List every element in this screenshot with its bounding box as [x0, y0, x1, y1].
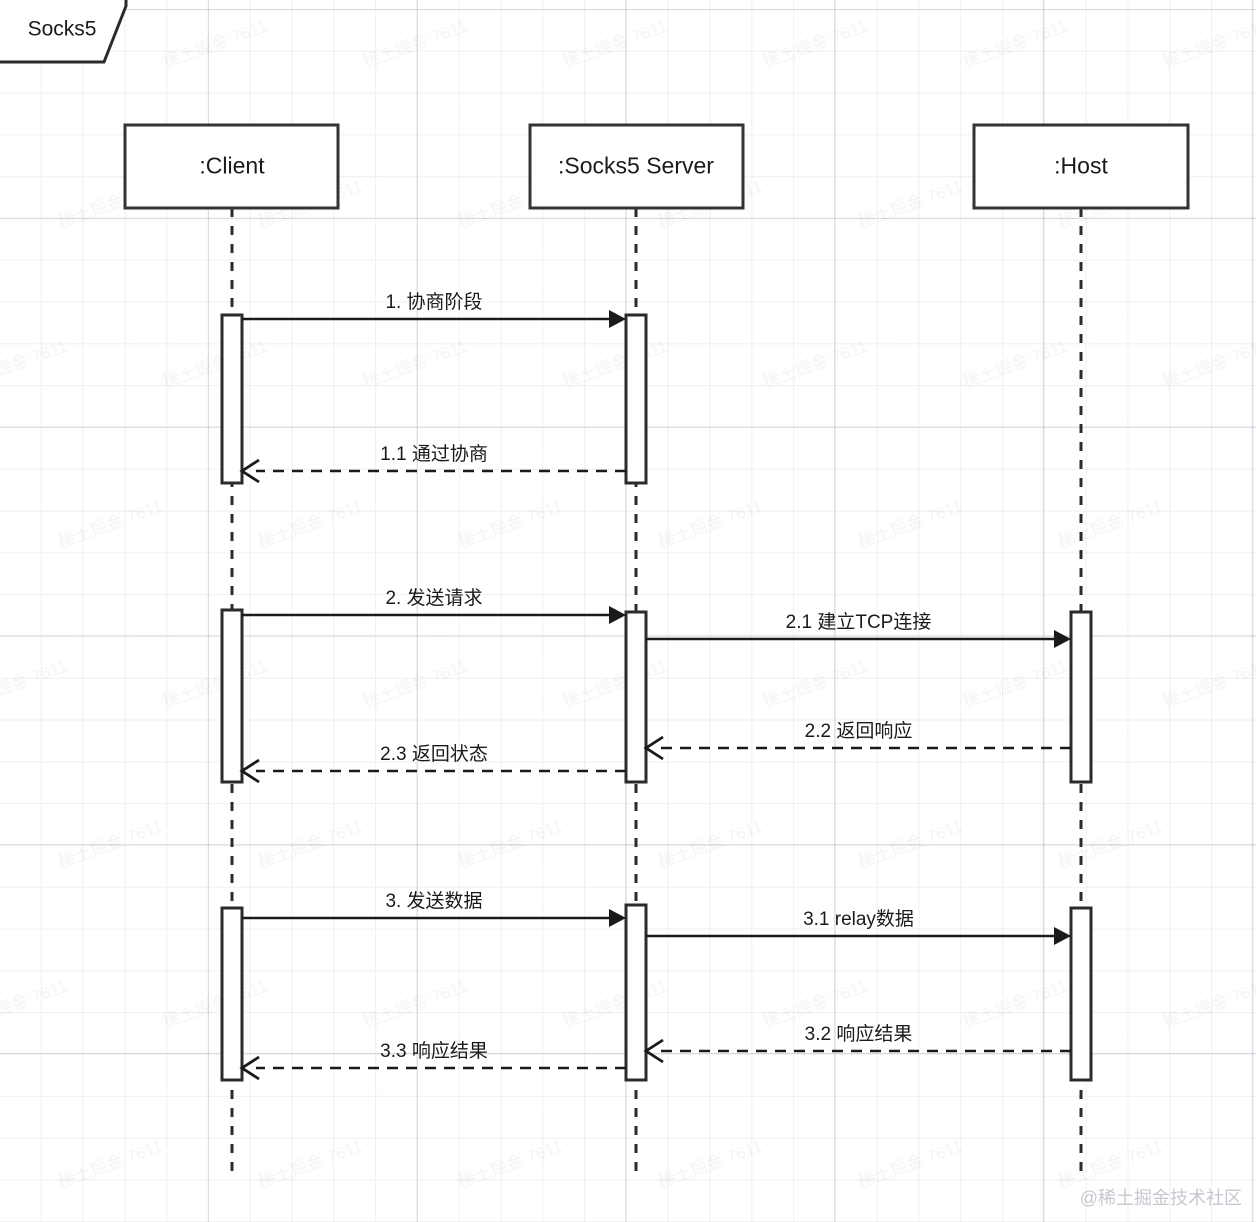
message-layer: 1. 协商阶段 1.1 通过协商 2. 发送请求 2.1 建立TCP连接 2.2 返回响…	[239, 291, 1071, 1081]
message-m3_1[interactable]: 3.1 relay数据	[646, 908, 1071, 945]
arrowhead-filled-m3_1	[1054, 927, 1071, 945]
message-label-m2_1: 2.1 建立TCP连接	[786, 611, 932, 633]
actor-box-server[interactable]: :Socks5 Server	[528, 123, 745, 210]
actor-box-host[interactable]: :Host	[972, 123, 1190, 210]
activation-bar-host-4	[1069, 610, 1093, 784]
actor-label-host: :Host	[1054, 153, 1108, 179]
message-m3_3[interactable]: 3.3 响应结果	[239, 1040, 626, 1081]
arrowhead-open-m1_1	[239, 458, 260, 484]
message-m2[interactable]: 2. 发送请求	[242, 587, 626, 624]
arrowhead-open-m2_3	[239, 758, 260, 784]
lifeline-lines	[230, 208, 1083, 1172]
arrowhead-filled-m2_1	[1054, 630, 1071, 648]
actor-boxes: :Client :Socks5 Server :Host	[123, 123, 1190, 210]
activation-bar-client-0	[220, 313, 244, 485]
frame-tab-shape	[0, 0, 128, 64]
message-label-m3_2: 3.2 响应结果	[805, 1023, 913, 1045]
actor-box-rect-client	[123, 123, 340, 210]
message-label-m3_1: 3.1 relay数据	[803, 908, 914, 930]
arrowhead-open-m3_2	[643, 1038, 664, 1064]
message-label-m2: 2. 发送请求	[385, 587, 482, 609]
message-label-m3: 3. 发送数据	[385, 890, 482, 912]
activation-bars	[220, 313, 1093, 1082]
activation-bar-client-5	[220, 906, 244, 1082]
message-m1_1[interactable]: 1.1 通过协商	[239, 443, 626, 484]
arrowhead-open-m3_3	[239, 1055, 260, 1081]
message-label-m2_2: 2.2 返回响应	[805, 720, 913, 742]
message-label-m2_3: 2.3 返回状态	[380, 743, 488, 765]
message-m2_2[interactable]: 2.2 返回响应	[643, 720, 1071, 761]
activation-bar-host-7	[1069, 906, 1093, 1082]
message-label-m1: 1. 协商阶段	[385, 291, 482, 313]
actor-box-rect-host	[972, 123, 1190, 210]
message-m1[interactable]: 1. 协商阶段	[242, 291, 626, 328]
corner-watermark: @稀土掘金技术社区	[1079, 1188, 1242, 1208]
arrowhead-filled-m1	[609, 310, 626, 328]
message-label-m3_3: 3.3 响应结果	[380, 1040, 488, 1062]
actor-label-server: :Socks5 Server	[558, 153, 714, 179]
arrowhead-filled-m2	[609, 606, 626, 624]
arrowhead-open-m2_2	[643, 735, 664, 761]
actor-box-rect-server	[528, 123, 745, 210]
message-m2_3[interactable]: 2.3 返回状态	[239, 743, 626, 784]
activation-bar-server-3	[624, 610, 648, 784]
activation-bar-server-6	[624, 903, 648, 1082]
frame-label-text: Socks5	[28, 18, 97, 41]
actor-box-client[interactable]: :Client	[123, 123, 340, 210]
activation-bar-server-1	[624, 313, 648, 485]
activation-bar-client-2	[220, 608, 244, 784]
arrowhead-filled-m3	[609, 909, 626, 927]
message-m3[interactable]: 3. 发送数据	[242, 890, 626, 927]
actor-label-client: :Client	[199, 153, 265, 179]
message-m3_2[interactable]: 3.2 响应结果	[643, 1023, 1071, 1064]
message-label-m1_1: 1.1 通过协商	[380, 443, 488, 465]
frame-label-tab: Socks5	[0, 0, 128, 64]
message-m2_1[interactable]: 2.1 建立TCP连接	[646, 611, 1071, 648]
